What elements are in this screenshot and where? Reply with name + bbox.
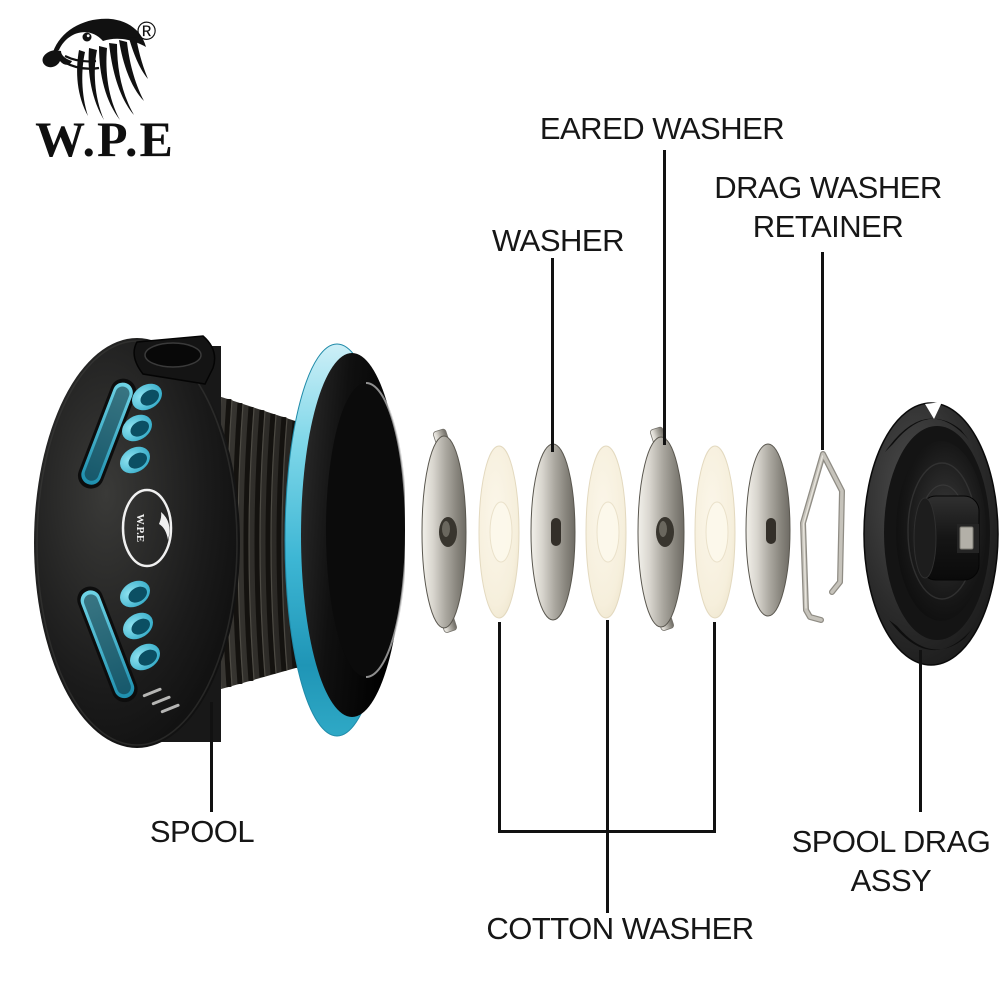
label-drag-washer-retainer-line2: RETAINER (752, 209, 904, 244)
brand-logo: ® W.P.E (0, 0, 220, 185)
leader-line-eared-washer (663, 150, 666, 445)
spool-cup-rim-highlight (365, 382, 405, 678)
badge-text: W.P.E (134, 514, 146, 543)
eared-washer-1 (421, 428, 467, 633)
registered-mark: ® (137, 16, 157, 46)
brand-wordmark: W.P.E (35, 111, 175, 167)
spec-text-marks (142, 687, 180, 714)
drag-knob-center-clamp (913, 495, 980, 581)
spool-top-button (133, 335, 216, 385)
label-eared-washer: EARED WASHER (539, 111, 785, 146)
label-drag-washer-retainer-line1: DRAG WASHER (714, 170, 942, 205)
drag-washer-retainer-clip (800, 451, 845, 623)
label-spool-drag-assy-line2: ASSY (850, 863, 932, 898)
spool-skirt: W.P.E (34, 335, 240, 748)
leader-line-spool (210, 702, 213, 812)
leader-line-washer (551, 258, 554, 452)
cotton-bracket-center-line (606, 620, 609, 913)
eagle-icon (42, 18, 148, 120)
label-spool: SPOOL (149, 814, 255, 849)
cotton-washer-2 (585, 445, 627, 619)
label-cotton-washer: COTTON WASHER (486, 911, 754, 946)
label-washer: WASHER (492, 223, 624, 258)
label-spool-drag-assy: SPOOL DRAG ASSY (792, 822, 991, 900)
metal-washer-2 (745, 443, 791, 617)
spool-illustration: W.P.E (34, 335, 405, 748)
cotton-bracket-horizontal-line (498, 830, 716, 833)
metal-washer-1 (530, 443, 576, 621)
eared-washer-2 (637, 426, 685, 631)
badge-eagle-icon (159, 512, 170, 540)
spool-cup-opening (326, 383, 405, 677)
washer-stack (421, 426, 845, 633)
spool-drag-assy-knob (863, 402, 999, 666)
spool-holes (120, 383, 162, 671)
label-spool-drag-assy-line1: SPOOL DRAG (791, 824, 991, 859)
spool-slot-bottom (77, 586, 138, 703)
spool-badge: W.P.E (121, 488, 173, 568)
cotton-bracket-left-line (498, 622, 501, 833)
cotton-washer-1 (478, 445, 520, 619)
cotton-washer-3 (694, 445, 736, 619)
leader-line-spool-drag-assy (919, 650, 922, 812)
leader-line-drag-washer-retainer (821, 252, 824, 450)
label-drag-washer-retainer: DRAG WASHER RETAINER (714, 168, 942, 246)
cotton-bracket-right-line (713, 622, 716, 833)
spool-slot-top (77, 378, 137, 489)
